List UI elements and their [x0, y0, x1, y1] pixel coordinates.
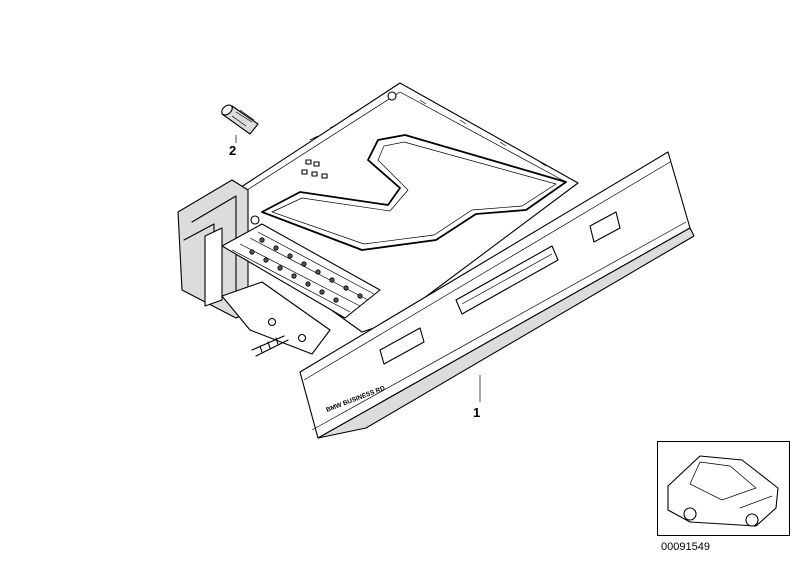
top-cover-plate: [219, 82, 579, 333]
radio-unit: [177, 82, 695, 439]
part-number-2: 2: [229, 143, 237, 158]
diagram-code: 00091549: [661, 541, 710, 553]
faceplate-slot: [379, 327, 425, 365]
faceplate-display: [455, 245, 559, 315]
cover-screw-hole: [250, 215, 260, 225]
connector-pins: [231, 231, 375, 313]
connector-pin-block: [221, 223, 381, 319]
part-number-1: 1: [473, 405, 481, 420]
cover-vent-slots: [301, 159, 328, 179]
faceplate-brand-text: BMW BUSINESS RD: [325, 385, 386, 414]
cover-screw-hole: [387, 91, 397, 101]
connector-housing: [177, 179, 249, 319]
front-faceplate: [299, 151, 691, 439]
antenna-plug: [251, 335, 289, 357]
faceplate-button: [589, 211, 621, 243]
side-bracket: [221, 281, 331, 355]
vehicle-thumbnail-frame: [657, 441, 790, 536]
part-2-knob: [221, 104, 259, 135]
cover-channel: [261, 134, 567, 251]
